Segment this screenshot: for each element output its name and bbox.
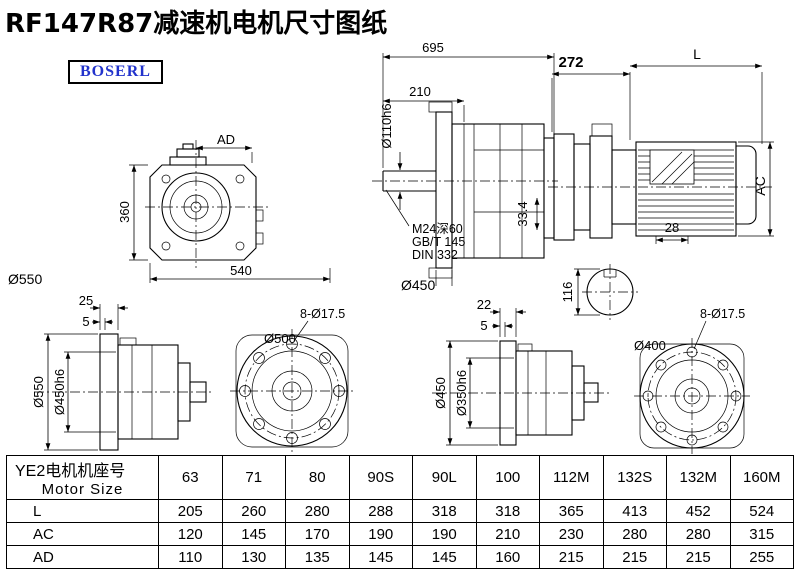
table-header-row: YE2电机机座号 Motor Size 63 71 80 90S 90L 100… — [6, 455, 794, 500]
dim-L: L — [693, 46, 701, 62]
motor-view: 272 L AC 28 116 — [548, 46, 774, 320]
table-cell: 215 — [602, 545, 667, 569]
table-cell: 135 — [285, 545, 350, 569]
table-cell: 170 — [285, 522, 350, 546]
header-en: Motor Size — [41, 481, 124, 498]
table-cell: 110 — [158, 545, 223, 569]
technical-drawing: AD 360 540 Ø550 695 — [8, 40, 774, 454]
table-cell: 215 — [539, 545, 604, 569]
side-view: 695 210 Ø110h6 M24深60 GB/T 145 DIN 332 3… — [372, 40, 558, 293]
header-cn: YE2电机机座号 — [15, 463, 126, 480]
dim-AC: AC — [752, 176, 768, 195]
size-col-header: 160M — [729, 455, 794, 500]
size-col-header: 71 — [221, 455, 286, 500]
row-label: L — [6, 499, 159, 523]
front-view: AD 360 540 Ø550 — [8, 132, 331, 287]
gb-standard: GB/T 145 — [412, 235, 465, 249]
table-cell: 318 — [412, 499, 477, 523]
table-cell: 190 — [412, 522, 477, 546]
dim-dia550: Ø550 — [31, 376, 46, 408]
table-row-L: L 205 260 280 288 318 318 365 413 452 52… — [6, 499, 794, 523]
table-cell: 210 — [475, 522, 540, 546]
table-row-AC: AC 120 145 170 190 190 210 230 280 280 3… — [6, 522, 794, 546]
dim-5a: 5 — [82, 314, 89, 329]
flange-side-view-1: 25 5 Ø550 Ø450h6 — [31, 293, 212, 451]
flange-face-view-2: 8-Ø17.5 Ø400 — [634, 307, 750, 454]
dim-22: 22 — [477, 297, 491, 312]
table-cell: 280 — [602, 522, 667, 546]
table-cell: 288 — [348, 499, 413, 523]
dim-116: 116 — [560, 282, 575, 303]
size-col-header: 132M — [666, 455, 731, 500]
page-title: RF147R87减速机电机尺寸图纸 — [5, 9, 388, 39]
dim-210: 210 — [409, 84, 431, 99]
dim-540: 540 — [230, 263, 252, 278]
flange-side-view-2: 22 5 Ø450 Ø350h6 — [432, 297, 610, 446]
dim-dia110h6: Ø110h6 — [379, 103, 394, 148]
size-col-header: 112M — [539, 455, 604, 500]
table-cell: 145 — [221, 522, 286, 546]
bolt-holes-callout-1: 8-Ø17.5 — [300, 307, 345, 321]
din-standard: DIN 332 — [412, 248, 458, 262]
dim-dia500: Ø500 — [264, 331, 296, 346]
table-cell: 145 — [348, 545, 413, 569]
size-col-header: 100 — [475, 455, 540, 500]
bolt-holes-callout-2: 8-Ø17.5 — [700, 307, 745, 321]
table-row-AD: AD 110 130 135 145 145 160 215 215 215 2… — [6, 545, 794, 569]
dim-5b: 5 — [480, 318, 487, 333]
table-cell: 130 — [221, 545, 286, 569]
table-cell: 365 — [539, 499, 604, 523]
table-cell: 120 — [158, 522, 223, 546]
table-cell: 452 — [666, 499, 731, 523]
dim-33-4: 33.4 — [515, 201, 530, 226]
table-cell: 315 — [729, 522, 794, 546]
size-col-header: 132S — [602, 455, 667, 500]
dim-ad: AD — [217, 132, 235, 147]
dim-dia400: Ø400 — [634, 338, 666, 353]
table-cell: 260 — [221, 499, 286, 523]
size-col-header: 90S — [348, 455, 413, 500]
row-label: AD — [6, 545, 159, 569]
table-cell: 280 — [285, 499, 350, 523]
table-cell: 145 — [412, 545, 477, 569]
table-cell: 160 — [475, 545, 540, 569]
row-label: AC — [6, 522, 159, 546]
dim-272: 272 — [558, 54, 583, 71]
thread-callout: M24深60 — [412, 222, 463, 236]
table-cell: 280 — [666, 522, 731, 546]
dim-dia350h6: Ø350h6 — [454, 370, 469, 416]
size-col-header: 80 — [285, 455, 350, 500]
dim-dia450b: Ø450 — [433, 377, 448, 409]
dim-28: 28 — [665, 220, 679, 235]
table-cell: 230 — [539, 522, 604, 546]
size-col-header: 90L — [412, 455, 477, 500]
dim-25: 25 — [79, 293, 93, 308]
motor-size-table: YE2电机机座号 Motor Size 63 71 80 90S 90L 100… — [6, 455, 794, 569]
table-cell: 413 — [602, 499, 667, 523]
dim-695: 695 — [422, 40, 444, 55]
table-cell: 215 — [666, 545, 731, 569]
table-cell: 205 — [158, 499, 223, 523]
table-cell: 255 — [729, 545, 794, 569]
size-col-header: 63 — [158, 455, 223, 500]
motor-size-header: YE2电机机座号 Motor Size — [6, 455, 159, 500]
dia-450-label: Ø450 — [401, 277, 435, 293]
table-cell: 524 — [729, 499, 794, 523]
dia-550-label: Ø550 — [8, 271, 42, 287]
dim-360: 360 — [117, 201, 132, 223]
dim-dia450h6: Ø450h6 — [52, 369, 67, 415]
table-cell: 318 — [475, 499, 540, 523]
flange-face-view-1: 8-Ø17.5 Ø500 — [230, 307, 354, 453]
table-cell: 190 — [348, 522, 413, 546]
terminal-box — [649, 149, 695, 185]
brand-logo: BOSERL — [68, 60, 163, 84]
